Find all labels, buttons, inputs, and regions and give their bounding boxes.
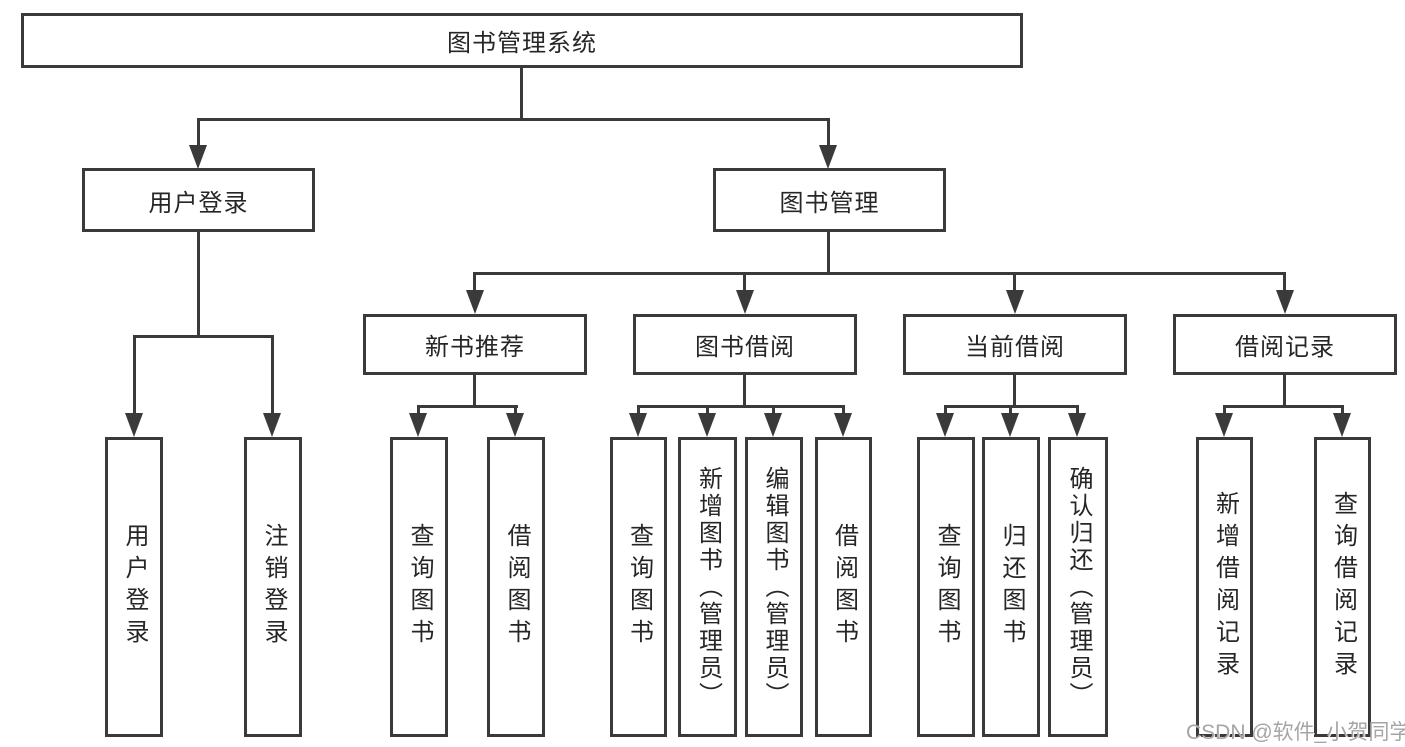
arrow-down-icon	[936, 413, 954, 437]
node-user-login-leaf: 用户登录	[105, 437, 163, 737]
node-label: 图书管理	[779, 189, 880, 217]
connector-hline	[197, 118, 830, 121]
node-borrow-books: 借阅图书	[487, 437, 545, 737]
node-label: 查询图书	[933, 523, 960, 651]
node-book-borrowing: 图书借阅	[633, 314, 857, 375]
connector-vline	[1009, 405, 1012, 417]
arrow-down-icon	[1006, 290, 1024, 314]
connector-vline	[197, 118, 200, 150]
node-user-login: 用户登录	[82, 168, 315, 232]
connector-vline	[743, 375, 746, 408]
node-label: 用户登录	[148, 189, 249, 217]
node-confirm-return-admin: 确认归还（管理员）	[1048, 437, 1108, 737]
node-query-borrow-record: 查询借阅记录	[1314, 437, 1371, 737]
arrow-down-icon	[834, 413, 852, 437]
arrow-down-icon	[189, 145, 207, 169]
arrow-down-icon	[629, 413, 647, 437]
node-label: 归还图书	[998, 523, 1025, 651]
node-label: 确认归还（管理员）	[1065, 465, 1092, 709]
arrow-down-icon	[698, 413, 716, 437]
node-query-books: 查询图书	[917, 437, 975, 737]
node-add-borrow-record: 新增借阅记录	[1196, 437, 1253, 737]
node-label: 借阅图书	[503, 523, 530, 651]
arrow-down-icon	[1068, 413, 1086, 437]
connector-hline	[637, 405, 844, 408]
arrow-down-icon	[1276, 290, 1294, 314]
arrow-down-icon	[819, 145, 837, 169]
node-label: 当前借阅	[965, 334, 1065, 361]
connector-vline	[772, 405, 775, 417]
connector-vline	[1283, 272, 1286, 292]
connector-hline	[417, 405, 518, 408]
node-label: 查询借阅记录	[1329, 491, 1357, 683]
connector-vline	[271, 335, 274, 415]
node-query-books: 查询图书	[610, 437, 667, 737]
node-borrowing-records: 借阅记录	[1173, 314, 1397, 375]
node-label: 注销登录	[260, 523, 287, 651]
connector-vline	[1013, 272, 1016, 292]
node-borrow-books: 借阅图书	[815, 437, 872, 737]
arrow-down-icon	[506, 413, 524, 437]
arrow-down-icon	[409, 413, 427, 437]
connector-vline	[133, 335, 136, 415]
node-edit-books-admin: 编辑图书（管理员）	[745, 437, 803, 737]
node-label: 借阅记录	[1235, 334, 1335, 361]
connector-vline	[1223, 405, 1226, 417]
connector-vline	[473, 375, 476, 408]
connector-vline	[197, 232, 200, 338]
csdn-watermark: CSDN @软件_小贺同学	[1186, 721, 1405, 744]
connector-vline	[520, 67, 523, 121]
arrow-down-icon	[1001, 413, 1019, 437]
node-label: 图书借阅	[695, 334, 795, 361]
node-label: 借阅图书	[830, 523, 858, 651]
arrow-down-icon	[736, 290, 754, 314]
arrow-down-icon	[1215, 413, 1233, 437]
connector-vline	[706, 405, 709, 417]
connector-vline	[1341, 405, 1344, 417]
node-label: 查询图书	[625, 523, 653, 651]
node-label: 新书推荐	[425, 334, 525, 361]
arrow-down-icon	[764, 413, 782, 437]
node-label: 新增借阅记录	[1211, 491, 1239, 683]
connector-vline	[1076, 405, 1079, 417]
node-label: 编辑图书（管理员）	[761, 465, 788, 709]
connector-vline	[743, 272, 746, 292]
node-label: 用户登录	[121, 523, 148, 651]
connector-hline	[133, 335, 274, 338]
connector-vline	[473, 272, 476, 292]
connector-vline	[827, 118, 830, 150]
node-label: 新增图书（管理员）	[694, 465, 722, 709]
connector-vline	[1013, 375, 1016, 408]
node-logout: 注销登录	[244, 437, 302, 737]
connector-vline	[944, 405, 947, 417]
connector-vline	[514, 405, 517, 417]
node-return-books: 归还图书	[982, 437, 1040, 737]
node-new-book-recommend: 新书推荐	[363, 314, 587, 375]
connector-hline	[1223, 405, 1343, 408]
node-query-books: 查询图书	[390, 437, 448, 737]
arrow-down-icon	[125, 413, 143, 437]
connector-vline	[637, 405, 640, 417]
node-current-borrowing: 当前借阅	[903, 314, 1127, 375]
node-label: 查询图书	[406, 523, 433, 651]
node-add-books-admin: 新增图书（管理员）	[678, 437, 737, 737]
connector-vline	[1283, 375, 1286, 408]
connector-vline	[842, 405, 845, 417]
connector-hline	[473, 272, 1286, 275]
node-book-management: 图书管理	[713, 168, 946, 232]
node-library-management-system: 图书管理系统	[21, 13, 1023, 68]
connector-vline	[827, 232, 830, 275]
arrow-down-icon	[1333, 413, 1351, 437]
connector-vline	[417, 405, 420, 417]
arrow-down-icon	[466, 290, 484, 314]
arrow-down-icon	[263, 413, 281, 437]
node-label: 图书管理系统	[447, 30, 597, 57]
